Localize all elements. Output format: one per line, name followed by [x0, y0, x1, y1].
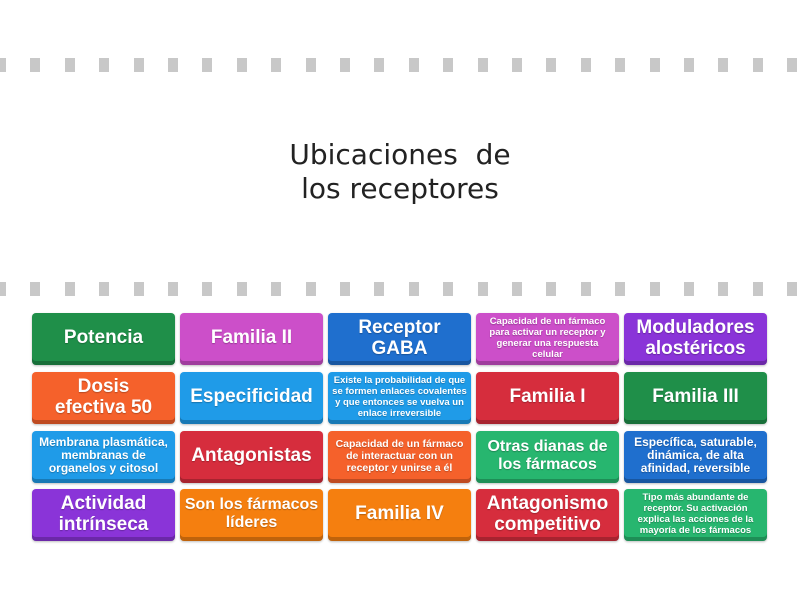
divider-dash	[787, 58, 798, 72]
tile-label: Familia I	[509, 386, 586, 407]
divider-dash	[133, 58, 144, 72]
divider-dash	[512, 58, 522, 72]
answer-grid: Potencia Familia II Receptor GABA Capaci…	[32, 313, 769, 541]
divider-dash	[64, 58, 75, 72]
divider-dash	[340, 58, 350, 72]
divider-dash	[30, 58, 41, 72]
divider-dash	[684, 282, 694, 296]
divider-dash	[546, 282, 557, 296]
divider-dash	[443, 58, 454, 72]
divider-dash	[752, 282, 763, 296]
divider-dash	[615, 58, 626, 72]
divider-dash	[477, 282, 488, 296]
tile-label: Capacidad de un fármaco para activar un …	[489, 315, 606, 360]
tile-label: Son los fármacos líderes	[184, 495, 319, 531]
divider-dash	[0, 282, 6, 296]
divider-dash	[649, 58, 660, 72]
tile-label: Dosis efectiva 50	[54, 375, 153, 418]
answer-tile-capacidad-interactuar[interactable]: Capacidad de un fármaco de interactuar c…	[328, 431, 471, 483]
answer-tile-capacidad-activar[interactable]: Capacidad de un fármaco para activar un …	[476, 313, 619, 365]
answer-tile-especificidad[interactable]: Especificidad	[180, 372, 323, 424]
divider-dash	[133, 282, 144, 296]
tile-label: Familia II	[210, 327, 293, 348]
answer-tile-familia-ii[interactable]: Familia II	[180, 313, 323, 365]
answer-tile-antagonismo-competitivo[interactable]: Antagonismo competitivo	[476, 489, 619, 541]
divider-dash	[271, 58, 282, 72]
divider-dash	[718, 58, 729, 72]
divider-dash	[580, 282, 591, 296]
divider-dash	[374, 282, 385, 296]
tile-label: Antagonismo competitivo	[486, 492, 609, 535]
divider-dash	[546, 58, 557, 72]
tile-label: Antagonistas	[191, 445, 312, 466]
tile-label: Receptor GABA	[358, 316, 441, 359]
divider-dash	[649, 282, 660, 296]
answer-tile-moduladores-alostericos[interactable]: Moduladores alostéricos	[624, 313, 767, 365]
tile-label: Actividad intrínseca	[58, 492, 149, 535]
divider-dash	[236, 282, 247, 296]
divider-dash	[202, 282, 213, 296]
divider-dash	[305, 282, 316, 296]
answer-tile-familia-i[interactable]: Familia I	[476, 372, 619, 424]
divider-dash	[718, 282, 729, 296]
answer-tile-farmacos-lideres[interactable]: Son los fármacos líderes	[180, 489, 323, 541]
answer-tile-tipo-abundante[interactable]: Tipo más abundante de receptor. Su activ…	[624, 489, 767, 541]
answer-tile-actividad-intrinseca[interactable]: Actividad intrínseca	[32, 489, 175, 541]
divider-dash	[0, 58, 6, 72]
divider-dash	[30, 282, 41, 296]
divider-dash	[752, 58, 763, 72]
tile-label: Existe la probabilidad de que se formen …	[332, 374, 467, 419]
answer-tile-especifica-saturable[interactable]: Específica, saturable, dinámica, de alta…	[624, 431, 767, 483]
tile-label: Membrana plasmática, membranas de organe…	[39, 435, 168, 475]
divider-dash	[340, 282, 350, 296]
answer-tile-enlaces-covalentes[interactable]: Existe la probabilidad de que se formen …	[328, 372, 471, 424]
answer-tile-receptor-gaba[interactable]: Receptor GABA	[328, 313, 471, 365]
answer-tile-familia-iv[interactable]: Familia IV	[328, 489, 471, 541]
bottom-divider	[0, 282, 800, 296]
answer-tile-antagonistas[interactable]: Antagonistas	[180, 431, 323, 483]
tile-label: Capacidad de un fármaco de interactuar c…	[335, 437, 464, 474]
answer-tile-otras-dianas[interactable]: Otras dianas de los fármacos	[476, 431, 619, 483]
divider-dash	[512, 282, 522, 296]
divider-dash	[305, 58, 316, 72]
answer-tile-familia-iii[interactable]: Familia III	[624, 372, 767, 424]
answer-tile-dosis-efectiva[interactable]: Dosis efectiva 50	[32, 372, 175, 424]
tile-label: Familia IV	[355, 503, 444, 524]
divider-dash	[374, 58, 385, 72]
divider-dash	[477, 58, 488, 72]
divider-dash	[408, 58, 419, 72]
tile-label: Potencia	[63, 327, 144, 348]
divider-dash	[271, 282, 282, 296]
tile-label: Moduladores alostéricos	[636, 316, 755, 359]
divider-dash	[202, 58, 213, 72]
divider-dash	[99, 58, 110, 72]
tile-label: Familia III	[652, 386, 739, 407]
divider-dash	[787, 282, 798, 296]
answer-tile-potencia[interactable]: Potencia	[32, 313, 175, 365]
divider-dash	[168, 58, 178, 72]
divider-dash	[580, 58, 591, 72]
tile-label: Específica, saturable, dinámica, de alta…	[634, 435, 757, 475]
divider-dash	[615, 282, 626, 296]
question-prompt: Ubicaciones de los receptores	[200, 138, 600, 206]
top-divider	[0, 58, 800, 72]
tile-label: Otras dianas de los fármacos	[487, 437, 608, 473]
answer-tile-membrana-plasmatica[interactable]: Membrana plasmática, membranas de organe…	[32, 431, 175, 483]
divider-dash	[408, 282, 419, 296]
divider-dash	[236, 58, 247, 72]
question-line-2: los receptores	[301, 172, 499, 205]
tile-label: Especificidad	[190, 386, 313, 407]
divider-dash	[443, 282, 454, 296]
divider-dash	[64, 282, 75, 296]
divider-dash	[99, 282, 110, 296]
tile-label: Tipo más abundante de receptor. Su activ…	[637, 491, 754, 536]
divider-dash	[684, 58, 694, 72]
divider-dash	[168, 282, 178, 296]
question-line-1: Ubicaciones de	[289, 138, 511, 171]
